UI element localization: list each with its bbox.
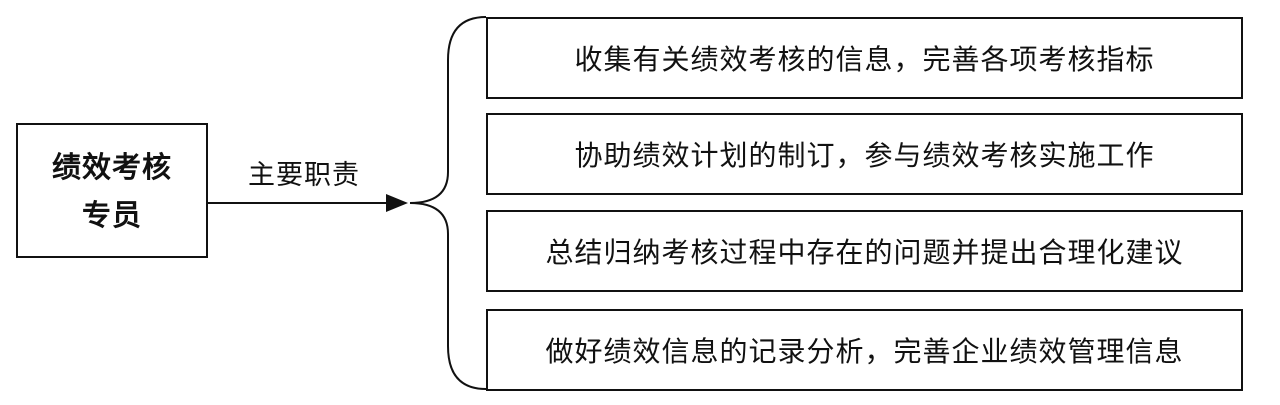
role-box: 绩效考核 专员 — [16, 123, 208, 258]
duty-text-1: 收集有关绩效考核的信息，完善各项考核指标 — [574, 43, 1155, 76]
duty-text-3: 总结归纳考核过程中存在的问题并提出合理化建议 — [545, 236, 1184, 269]
duty-box-2: 协助绩效计划的制订，参与绩效考核实施工作 — [486, 113, 1243, 195]
role-title-line-1: 绩效考核 — [51, 149, 172, 184]
duty-box-1: 收集有关绩效考核的信息，完善各项考核指标 — [486, 17, 1243, 99]
curly-brace — [409, 16, 487, 390]
duty-text-2: 协助绩效计划的制订，参与绩效考核实施工作 — [574, 139, 1155, 172]
edge-label: 主要职责 — [248, 160, 360, 191]
duty-box-4: 做好绩效信息的记录分析，完善企业绩效管理信息 — [486, 309, 1243, 391]
duty-text-4: 做好绩效信息的记录分析，完善企业绩效管理信息 — [545, 335, 1184, 368]
arrowhead — [386, 194, 408, 212]
duty-box-3: 总结归纳考核过程中存在的问题并提出合理化建议 — [486, 210, 1243, 292]
role-title-line-2: 专员 — [81, 197, 142, 232]
